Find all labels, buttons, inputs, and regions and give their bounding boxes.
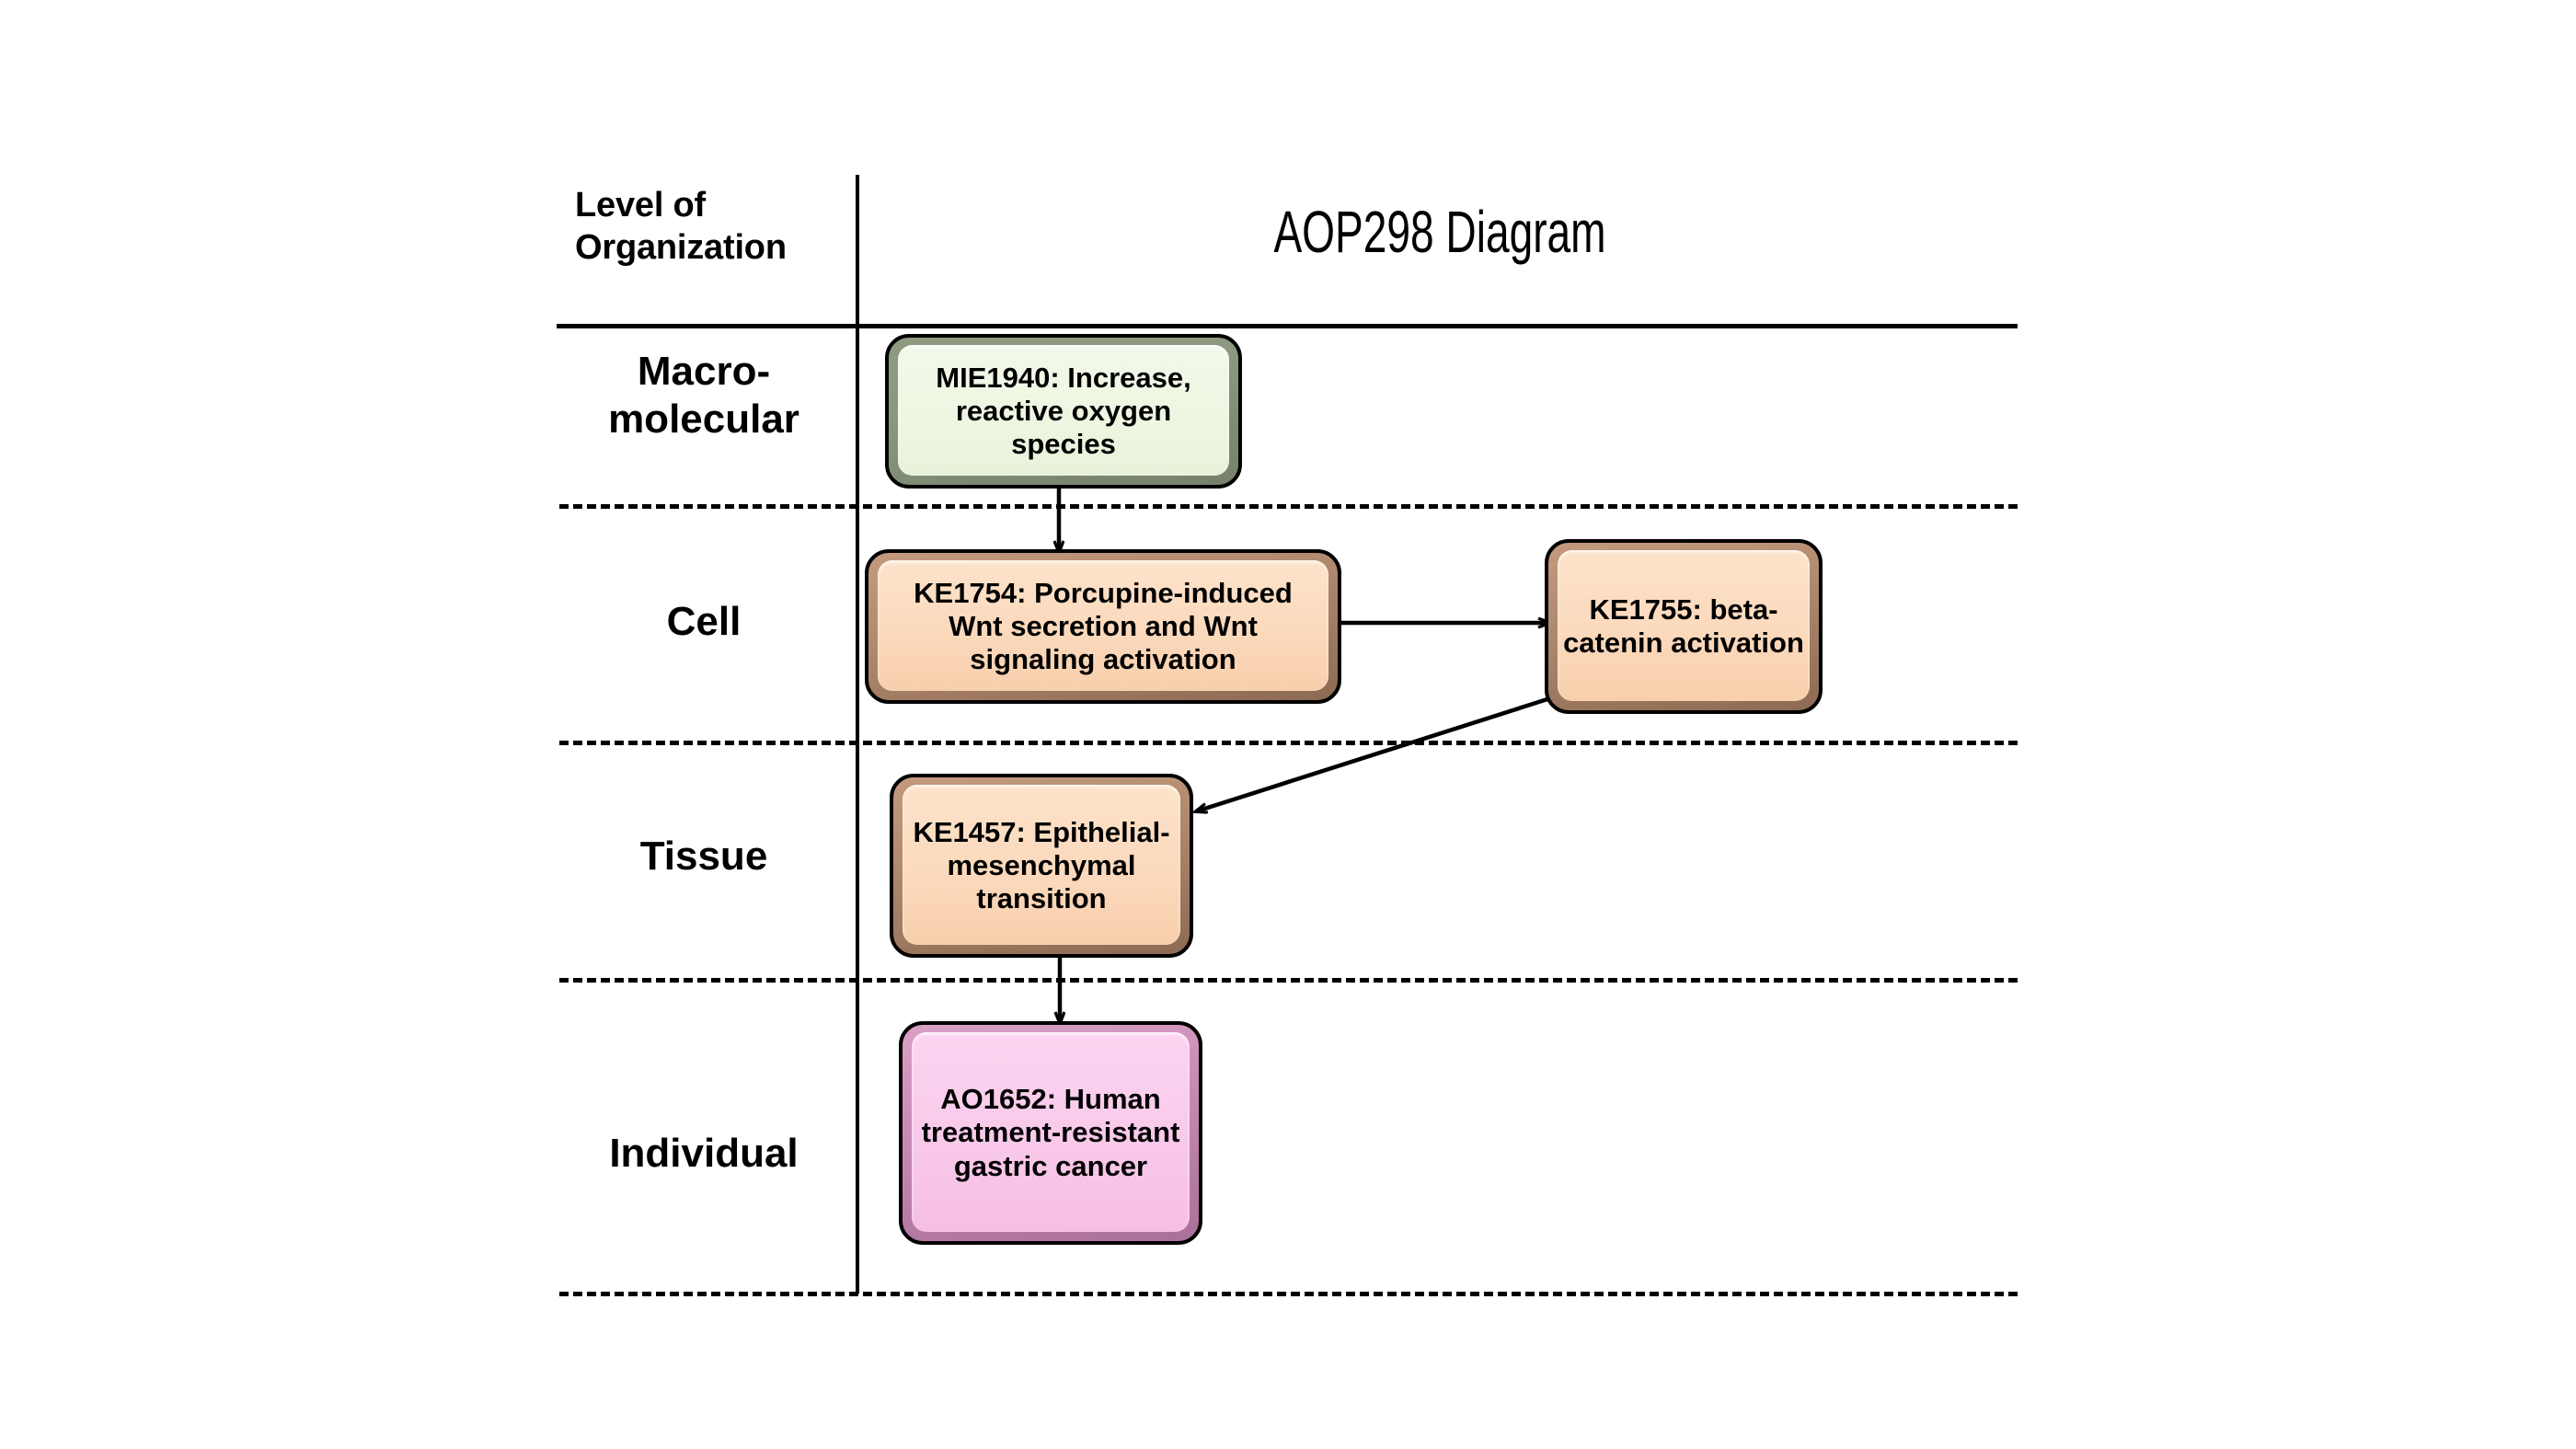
row-label-macromolecular-line2: molecular (608, 396, 799, 442)
row-separator-tissue-individual (559, 978, 2018, 983)
node-mie1940-label: MIE1940: Increase, reactive oxygen speci… (936, 361, 1191, 461)
row-label-individual: Individual (552, 1130, 856, 1178)
node-ke1754[interactable]: KE1754: Porcupine-induced Wnt secretion … (865, 549, 1341, 704)
node-mie1940[interactable]: MIE1940: Increase, reactive oxygen speci… (885, 334, 1242, 489)
row-separator-macromolecular-cell (559, 504, 2018, 509)
row-separator-cell-tissue (559, 741, 2018, 745)
header-separator-line (557, 324, 2018, 328)
node-ke1754-label: KE1754: Porcupine-induced Wnt secretion … (914, 576, 1293, 676)
node-ke1457-label: KE1457: Epithelial-mesenchymal transitio… (913, 815, 1170, 915)
row-label-macromolecular: Macro- molecular (552, 348, 856, 443)
row-label-individual-line1: Individual (609, 1131, 799, 1176)
row-separator-bottom (559, 1292, 2018, 1296)
edge-ke1755-ke1457 (1196, 696, 1548, 811)
diagram-title: AOP298 Diagram (1273, 199, 1606, 265)
node-ke1755-label: KE1755: beta-catenin activation (1563, 592, 1804, 659)
level-of-organization-header-line2: Organization (575, 228, 787, 268)
node-ao1652-label: AO1652: Human treatment-resistant gastri… (921, 1083, 1180, 1182)
node-ke1754-face (878, 560, 1328, 691)
node-ke1755-face (1558, 550, 1810, 701)
node-mie1940-face (898, 345, 1229, 476)
row-label-macromolecular-line1: Macro- (637, 349, 771, 394)
row-label-cell-line1: Cell (666, 599, 742, 644)
level-of-organization-header-line1: Level of (575, 186, 706, 224)
row-label-tissue-line1: Tissue (639, 834, 768, 879)
node-ke1457-face (903, 785, 1180, 945)
node-ao1652-face (912, 1032, 1190, 1232)
column-divider-line (856, 175, 859, 1294)
node-ke1755[interactable]: KE1755: beta-catenin activation (1545, 539, 1823, 714)
row-label-cell: Cell (552, 598, 856, 646)
row-label-tissue: Tissue (552, 833, 856, 880)
level-of-organization-header: Level of Organization (575, 184, 846, 270)
node-ke1457[interactable]: KE1457: Epithelial-mesenchymal transitio… (890, 774, 1193, 958)
node-ao1652[interactable]: AO1652: Human treatment-resistant gastri… (899, 1021, 1202, 1245)
